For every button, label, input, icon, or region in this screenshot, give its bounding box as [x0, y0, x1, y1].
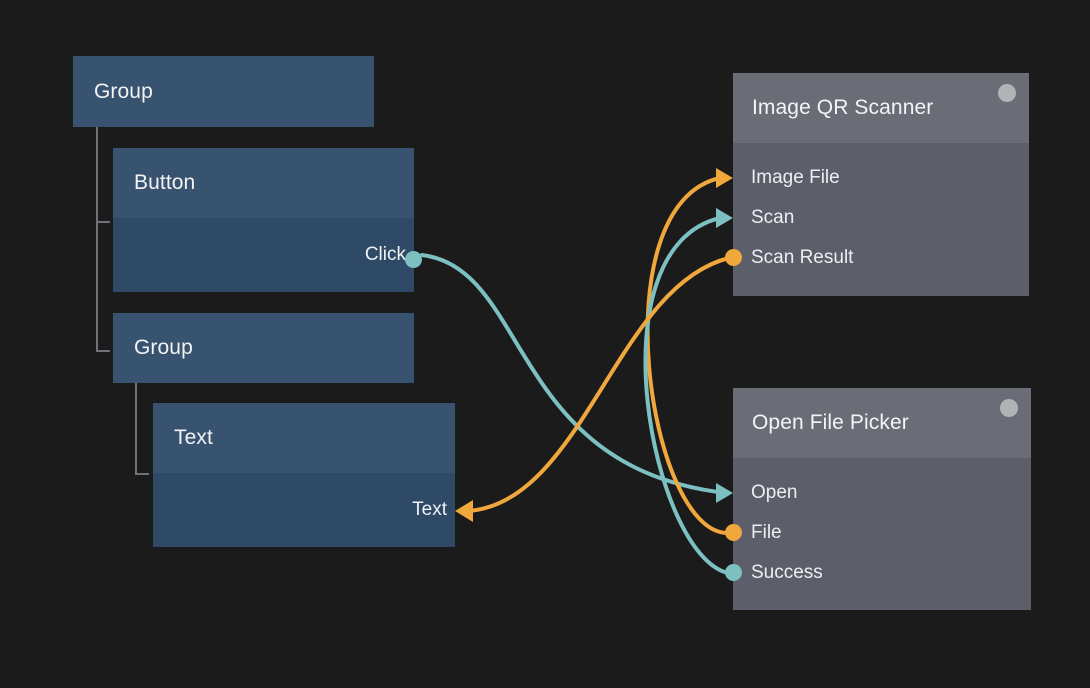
node-title: Text	[174, 426, 213, 449]
port-row-file[interactable]: File	[733, 522, 782, 544]
port-label: File	[751, 522, 782, 543]
node-title: Button	[134, 171, 196, 194]
node-text[interactable]: Text Text	[153, 403, 473, 547]
node-body: Image File Scan Scan Result	[716, 143, 1029, 296]
port-dot-click[interactable]	[405, 251, 422, 268]
tree-guide-line	[96, 350, 110, 352]
port-dot-file[interactable]	[725, 524, 742, 541]
node-body: Text	[153, 473, 473, 547]
port-row-click[interactable]: Click	[365, 244, 414, 266]
wire-scan-result-to-text	[466, 256, 731, 513]
wire-success-to-scan	[643, 216, 730, 575]
node-image-qr-scanner[interactable]: Image QR Scanner Image File Scan Scan Re…	[716, 73, 1029, 296]
port-label: Success	[751, 562, 823, 583]
port-row-image-file[interactable]: Image File	[733, 167, 840, 189]
node-header[interactable]: Image QR Scanner	[733, 73, 1029, 143]
port-arrow-text-input[interactable]	[455, 500, 473, 522]
tree-guide-line	[96, 127, 98, 223]
port-label: Click	[364, 244, 406, 265]
port-arrow-image-file[interactable]	[716, 168, 733, 188]
port-label: Open	[751, 482, 798, 503]
port-label: Scan Result	[751, 247, 854, 268]
collapse-dot-icon[interactable]	[998, 84, 1016, 102]
node-title: Group	[134, 336, 193, 359]
node-group-child[interactable]: Group	[113, 313, 414, 383]
port-row-text[interactable]: Text	[412, 499, 455, 521]
node-header[interactable]: Text	[153, 403, 455, 473]
port-row-success[interactable]: Success	[733, 562, 823, 584]
port-arrow-open[interactable]	[716, 483, 733, 503]
node-body: Open File Success	[716, 458, 1031, 610]
node-header[interactable]: Open File Picker	[733, 388, 1031, 458]
wire-file-to-image-file	[645, 176, 730, 536]
tree-guide-line	[135, 473, 149, 475]
node-title: Group	[94, 79, 153, 103]
node-title: Open File Picker	[752, 411, 909, 434]
node-title: Image QR Scanner	[752, 96, 934, 119]
tree-guide-line	[135, 383, 137, 475]
tree-guide-line	[96, 221, 110, 223]
port-label: Scan	[751, 207, 795, 228]
node-open-file-picker[interactable]: Open File Picker Open File Success	[716, 388, 1031, 610]
port-label: Text	[412, 499, 447, 520]
node-header[interactable]: Button	[113, 148, 414, 218]
node-group-root[interactable]: Group	[73, 56, 374, 127]
port-arrow-scan[interactable]	[716, 208, 733, 228]
node-body: Click	[113, 218, 422, 292]
tree-guide-line	[96, 221, 98, 352]
port-row-scan[interactable]: Scan	[733, 207, 794, 229]
node-header[interactable]: Group	[113, 313, 414, 383]
node-button[interactable]: Button Click	[113, 148, 422, 292]
port-dot-success[interactable]	[725, 564, 742, 581]
node-header[interactable]: Group	[73, 56, 374, 127]
port-label: Image File	[751, 167, 840, 188]
wire-click-to-open	[420, 253, 728, 495]
port-dot-scan-result[interactable]	[725, 249, 742, 266]
port-row-open[interactable]: Open	[733, 482, 797, 504]
port-row-scan-result[interactable]: Scan Result	[733, 247, 853, 269]
collapse-dot-icon[interactable]	[1000, 399, 1018, 417]
